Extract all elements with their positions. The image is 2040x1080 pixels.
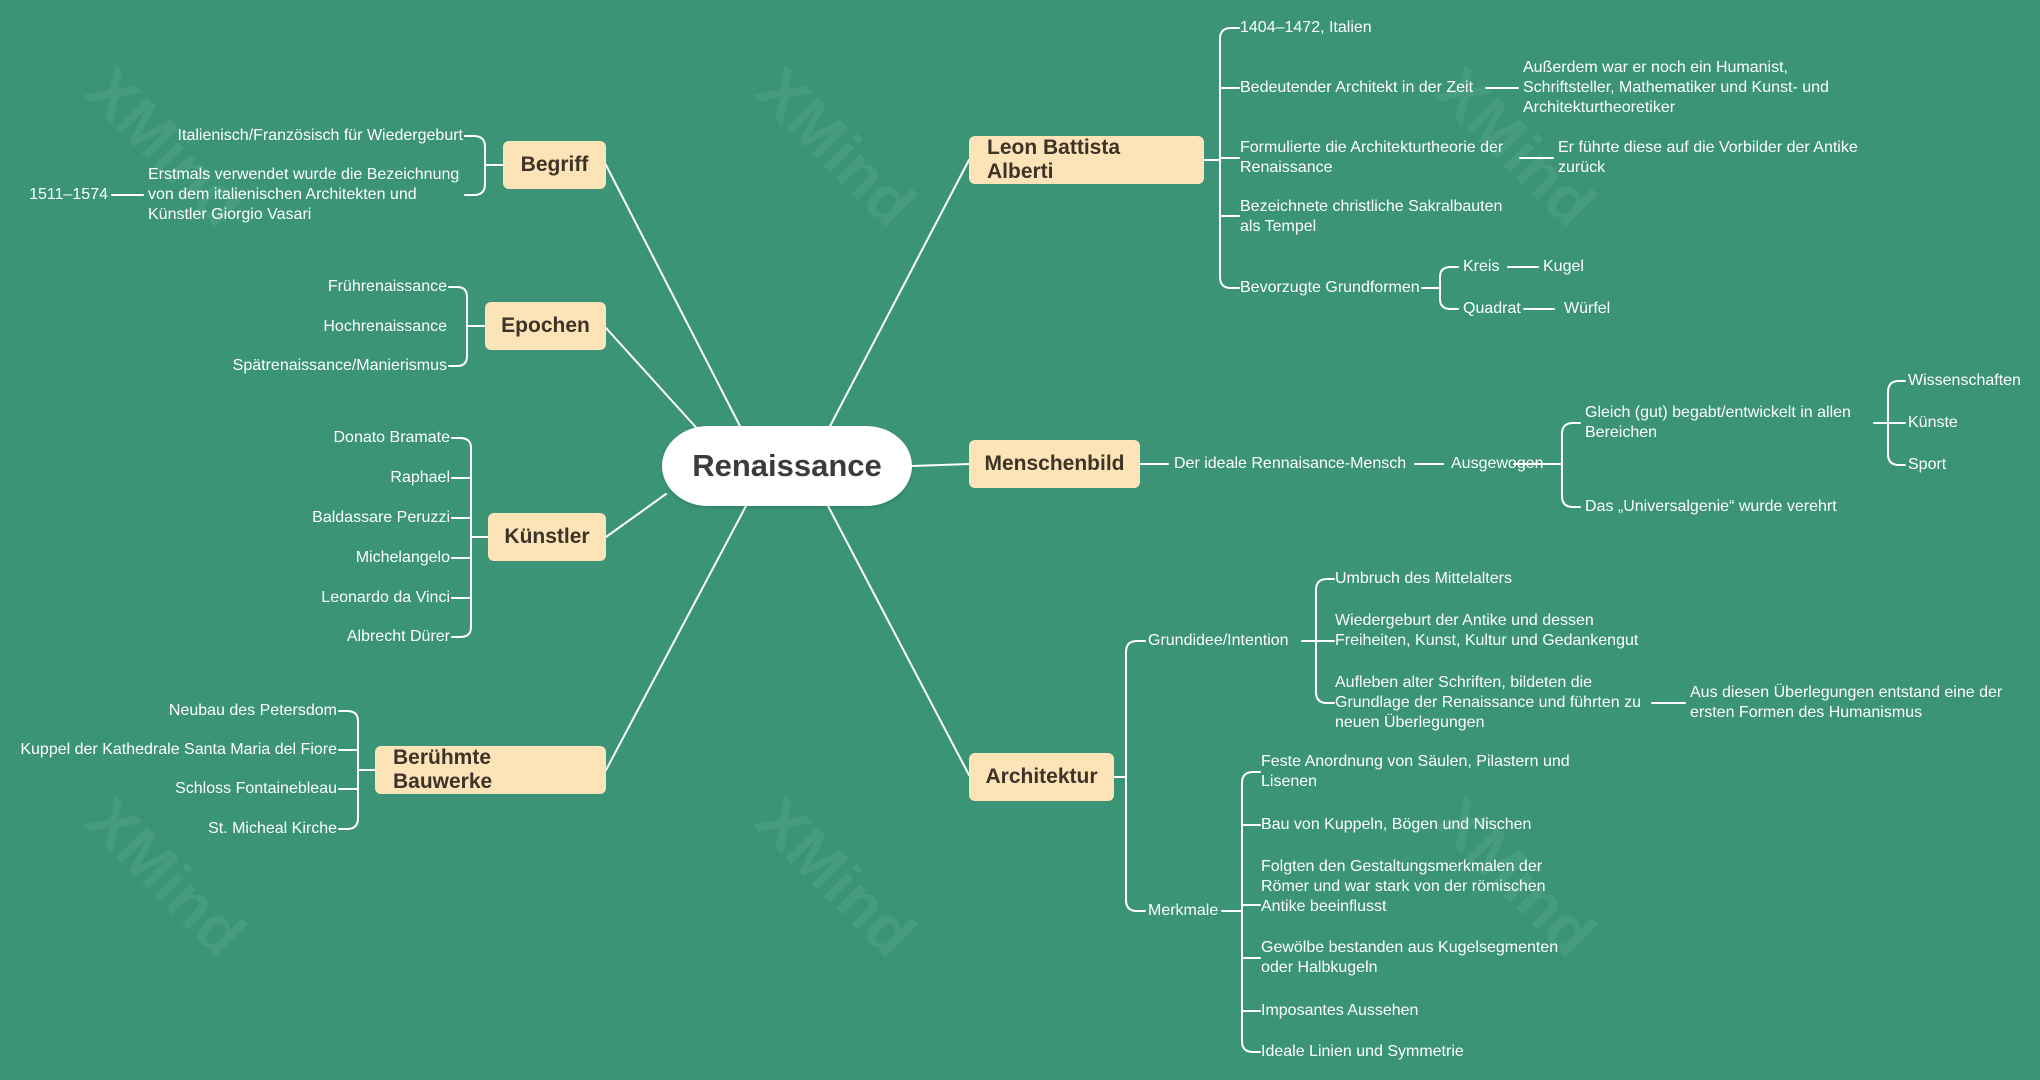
- subtopic[interactable]: Frührenaissance: [327, 278, 447, 295]
- subtopic[interactable]: Hochrenaissance: [323, 318, 447, 335]
- subtopic[interactable]: Bau von Kuppeln, Bögen und Nischen: [1261, 816, 1532, 833]
- subtopic[interactable]: Erstmals verwendet wurde die Bezeichnung…: [148, 166, 460, 223]
- subtopic[interactable]: Kuppel der Kathedrale Santa Maria del Fi…: [20, 741, 337, 758]
- subtopic[interactable]: Sport: [1908, 456, 1947, 473]
- subtopic[interactable]: 1404–1472, Italien: [1240, 19, 1372, 36]
- subtopic[interactable]: Michelangelo: [355, 549, 450, 566]
- subtopic[interactable]: Baldassare Peruzzi: [312, 509, 450, 526]
- subtopic[interactable]: Wiedergeburt der Antike und dessen Freih…: [1335, 612, 1639, 649]
- central-topic[interactable]: Renaissance: [662, 426, 912, 506]
- subtopic[interactable]: Raphael: [390, 469, 450, 486]
- subtopic[interactable]: Umbruch des Mittelalters: [1335, 570, 1512, 587]
- subtopic[interactable]: Feste Anordnung von Säulen, Pilastern un…: [1261, 753, 1570, 790]
- subtopic[interactable]: Künste: [1908, 414, 1958, 431]
- topic-beruehmte-bauwerke[interactable]: Berühmte Bauwerke: [375, 746, 606, 794]
- subtopic[interactable]: Spätrenaissance/Manierismus: [232, 357, 447, 374]
- subtopic[interactable]: Merkmale: [1148, 902, 1219, 919]
- topic-leon-battista-alberti[interactable]: Leon Battista Alberti: [969, 136, 1204, 184]
- subtopic[interactable]: Bezeichnete christliche Sakralbauten als…: [1240, 198, 1503, 235]
- subtopic[interactable]: Der ideale Rennaisance-Mensch: [1174, 455, 1407, 472]
- subtopic[interactable]: Folgten den Gestaltungsmerkmalen der Röm…: [1261, 858, 1546, 915]
- subtopic[interactable]: Ausgewogen: [1451, 455, 1544, 472]
- subtopic[interactable]: Italienisch/Französisch für Wiedergeburt: [177, 127, 463, 144]
- subtopic[interactable]: Gleich (gut) begabt/entwickelt in allen …: [1585, 404, 1851, 441]
- subtopic[interactable]: Das „Universalgenie“ wurde verehrt: [1585, 498, 1837, 515]
- topic-begriff[interactable]: Begriff: [503, 141, 606, 189]
- subtopic-note[interactable]: Er führte diese auf die Vorbilder der An…: [1558, 139, 1858, 176]
- subtopic[interactable]: Würfel: [1564, 300, 1611, 317]
- subtopic[interactable]: Quadrat: [1463, 300, 1521, 317]
- subtopic[interactable]: Schloss Fontainebleau: [175, 780, 337, 797]
- subtopic[interactable]: Bevorzugte Grundformen: [1240, 279, 1420, 296]
- subtopic[interactable]: Gewölbe bestanden aus Kugelsegmenten ode…: [1261, 939, 1559, 976]
- subtopic[interactable]: Imposantes Aussehen: [1261, 1002, 1419, 1019]
- subtopic[interactable]: Wissenschaften: [1908, 372, 2021, 389]
- subtopic-dates[interactable]: 1511–1574: [29, 186, 108, 203]
- subtopic[interactable]: Leonardo da Vinci: [321, 589, 450, 606]
- subtopic[interactable]: St. Micheal Kirche: [208, 820, 337, 837]
- subtopic-note[interactable]: Aus diesen Überlegungen entstand eine de…: [1690, 684, 2003, 721]
- subtopic[interactable]: Albrecht Dürer: [346, 628, 450, 645]
- subtopic[interactable]: Formulierte die Architekturtheorie der R…: [1240, 139, 1504, 176]
- subtopic[interactable]: Kugel: [1543, 258, 1584, 275]
- subtopic-note[interactable]: Außerdem war er noch ein Humanist, Schri…: [1523, 59, 1829, 116]
- topic-architektur[interactable]: Architektur: [969, 753, 1114, 801]
- subtopic[interactable]: Aufleben alter Schriften, bildeten die G…: [1335, 674, 1641, 731]
- subtopic[interactable]: Neubau des Petersdom: [168, 702, 337, 719]
- subtopic[interactable]: Grundidee/Intention: [1148, 632, 1289, 649]
- subtopic[interactable]: Bedeutender Architekt in der Zeit: [1240, 79, 1474, 96]
- subtopic[interactable]: Donato Bramate: [333, 429, 450, 446]
- subtopic[interactable]: Kreis: [1463, 258, 1500, 275]
- subtopic[interactable]: Ideale Linien und Symmetrie: [1261, 1043, 1464, 1060]
- topic-epochen[interactable]: Epochen: [485, 302, 606, 350]
- topic-menschenbild[interactable]: Menschenbild: [969, 440, 1140, 488]
- topic-kuenstler[interactable]: Künstler: [488, 513, 606, 561]
